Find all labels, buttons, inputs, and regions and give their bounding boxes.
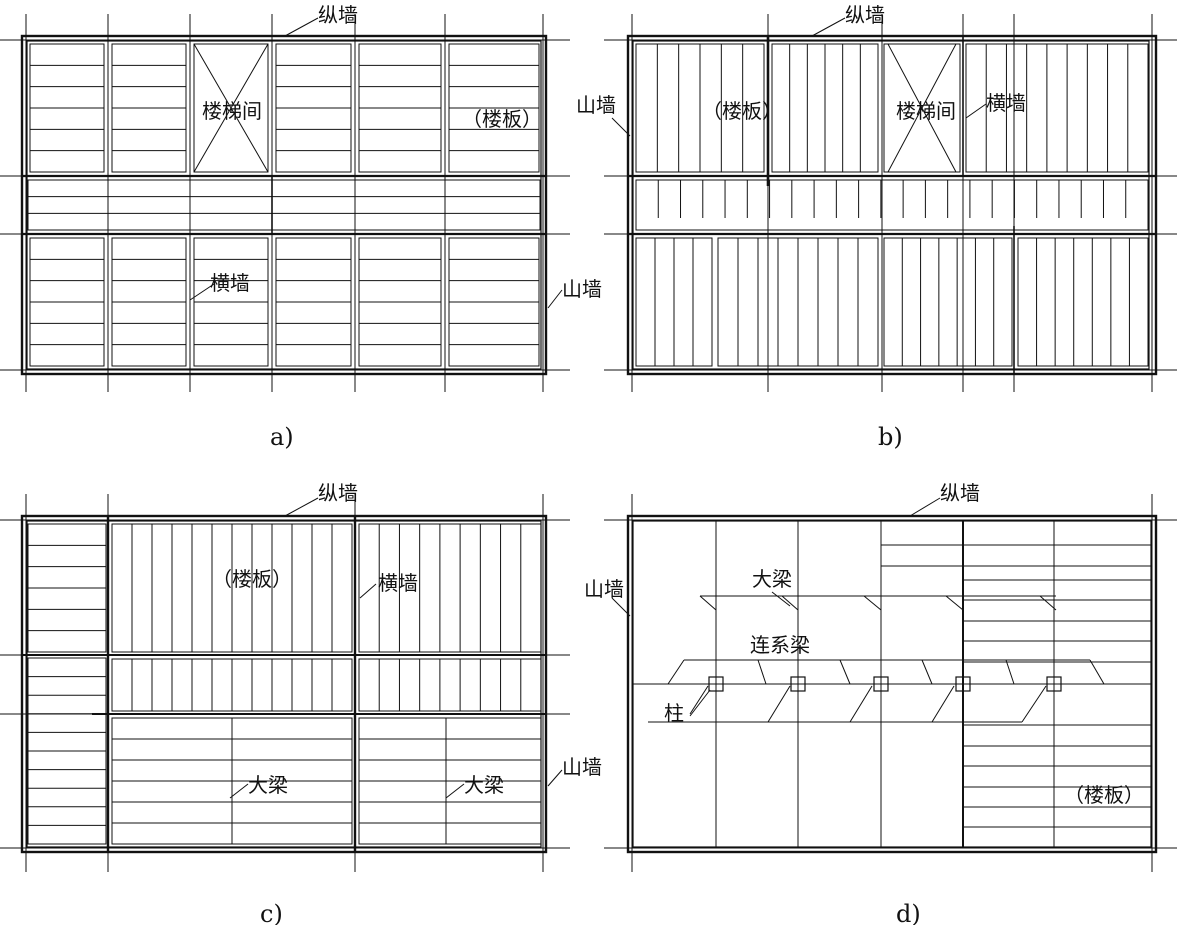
column-brace [1021,685,1047,723]
panel-b: 纵墙 山墙 （楼板） 楼梯间 横墙 b) [576,3,1026,451]
label-floor-slab: （楼板） [1064,783,1144,807]
panel-c: 纵墙 （楼板） 横墙 大梁 大梁 山墙 c) [212,481,602,928]
leader-line [547,289,563,309]
outer-wall [20,34,548,376]
label-longitudinal-wall: 纵墙 [940,481,980,505]
leader-line [965,103,987,119]
label-stairwell: 楼梯间 [896,99,956,123]
tie-beam-section [1089,659,1105,685]
leader-line [284,497,319,517]
girder-section [699,595,717,611]
label-girder: 大梁 [248,773,288,797]
tie-beam-section [757,659,767,685]
girder-section [945,595,964,611]
panel-a: 纵墙 楼梯间 （楼板） 横墙 山墙 a) [202,3,602,451]
column-brace [689,685,709,715]
label-column: 柱 [664,701,684,725]
column-brace [767,685,791,723]
slab-panel [1017,237,1149,367]
corridor-slab [635,179,1149,231]
outer-wall [626,34,1158,376]
tie-beam-section [1005,659,1015,685]
label-longitudinal-wall: 纵墙 [318,3,358,27]
slab-panel [193,43,269,173]
label-girder: 大梁 [464,773,504,797]
label-gable-wall: 山墙 [584,577,624,601]
tie-beam-section [667,659,685,685]
girder-section [781,595,799,611]
slab-panel [883,237,1013,367]
label-cross-wall: 横墙 [986,91,1026,115]
slab-panel [965,43,1149,173]
label-gable-wall: 山墙 [576,93,616,117]
label-cross-wall: 横墙 [210,271,250,295]
caption-b: b) [878,423,903,451]
leader-line [284,17,319,37]
caption-a: a) [270,423,294,451]
leader-line [771,591,791,607]
label-floor-slab: （楼板） [702,99,782,123]
column [955,676,971,692]
leader-line [445,783,465,799]
leader-line [811,17,846,37]
column [708,676,724,692]
label-tie-beam: 连系梁 [750,633,810,657]
stair-line [887,43,957,173]
label-floor-slab: （楼板） [462,107,542,131]
girder-section [1039,595,1057,611]
leader-line [611,597,631,617]
tie-beam-section [839,659,851,685]
outer-wall-inner [26,40,542,370]
leader-line [189,283,215,301]
outer-wall-inner [632,40,1150,370]
column [873,676,889,692]
label-cross-wall: 横墙 [378,571,418,595]
corridor-slab [27,179,541,231]
stair-line [193,43,269,173]
caption-c: c) [260,900,283,925]
corridor-slab [358,658,542,712]
leader-line [547,769,563,787]
label-gable-wall: 山墙 [562,755,602,779]
column [1046,676,1062,692]
stair-panel [883,43,961,173]
tie-beam-section [921,659,933,685]
leader-line [611,117,631,137]
column [790,676,806,692]
label-longitudinal-wall: 纵墙 [845,3,885,27]
leader-line [689,689,711,717]
label-longitudinal-wall: 纵墙 [318,481,358,505]
leader-line [359,583,377,599]
label-girder: 大梁 [752,567,792,591]
outer-wall [20,514,548,854]
label-gable-wall: 山墙 [562,277,602,301]
slab-panel [358,523,542,653]
girder-section [863,595,882,611]
caption-d: d) [896,900,921,925]
label-floor-slab: （楼板） [212,567,292,591]
column-brace [849,685,873,723]
leader-line [229,783,249,799]
column-brace [931,685,955,723]
label-stairwell: 楼梯间 [202,99,262,123]
outer-wall [626,514,1158,854]
leader-line [909,497,941,517]
panel-d: 纵墙 山墙 大梁 连系梁 柱 （楼板） d) [584,481,1144,928]
